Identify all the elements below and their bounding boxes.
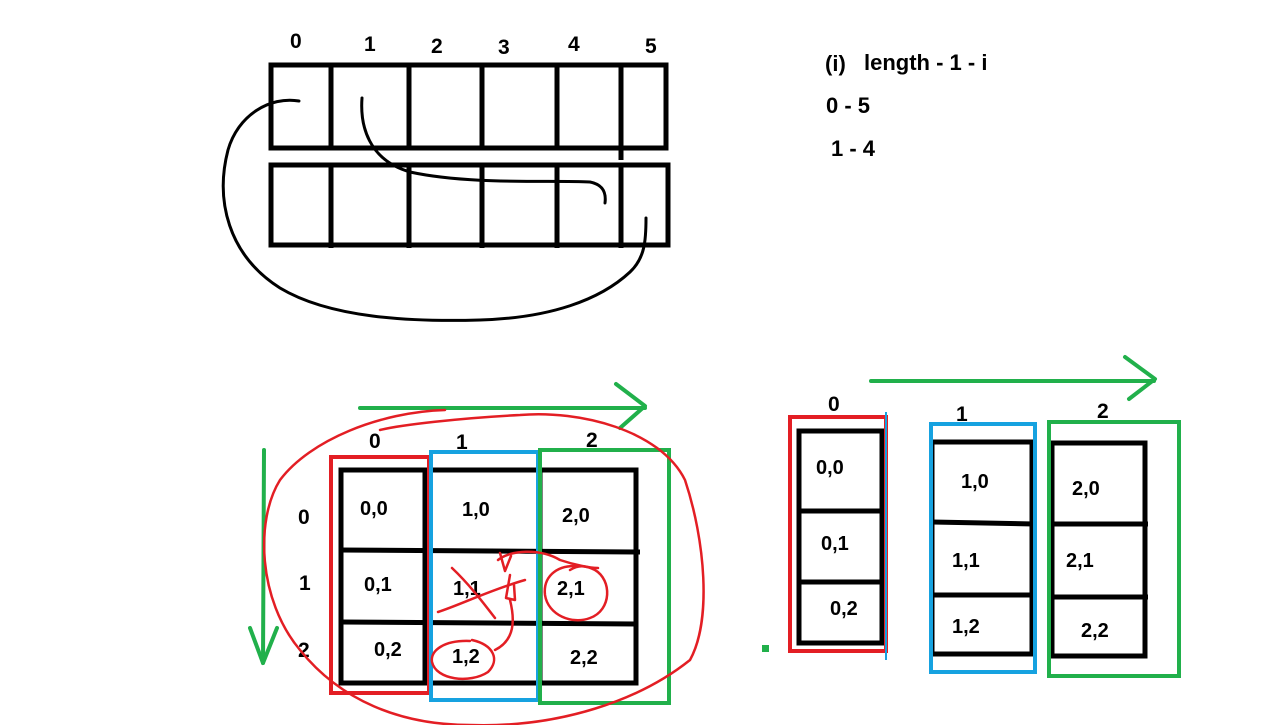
right-col1-cell-1: 1,1 (952, 550, 980, 572)
formula-text: length - 1 - i (864, 50, 987, 75)
column-2-highlight (538, 448, 671, 705)
right-col2-cell-1: 2,1 (1066, 550, 1094, 572)
green-dot (762, 645, 769, 652)
red-outer-loop (262, 408, 705, 725)
left-row-header-1: 1 (299, 572, 311, 595)
right-column-0: 0,0 0,1 0,2 (788, 412, 888, 660)
right-col2-cell-2: 2,2 (1081, 620, 1109, 642)
right-columns-diagram: 0 1 2 0,0 0,1 0,2 1,0 1,1 1,2 (788, 355, 1181, 678)
left-cell-0-2: 0,2 (374, 639, 402, 661)
left-cell-0-1: 0,1 (364, 574, 392, 596)
swap-curve-0-5 (221, 98, 648, 322)
right-col2-cell-0: 2,0 (1072, 478, 1100, 500)
top-index-0: 0 (290, 30, 302, 53)
top-array-diagram: 0 1 2 3 4 5 (221, 30, 671, 322)
top-index-1: 1 (364, 33, 376, 56)
top-index-5: 5 (645, 35, 657, 58)
right-col-header-0: 0 (828, 393, 840, 416)
left-cell-2-2: 2,2 (570, 647, 598, 669)
red-arrow-scribble (493, 550, 600, 652)
swap-curve-1-4 (360, 96, 607, 205)
left-matrix-diagram: 0 1 2 0 1 2 0,0 1,0 2,0 0,1 1,1 2,1 0,2 … (248, 382, 705, 725)
red-cross-mark (436, 566, 527, 620)
right-column-2: 2,0 2,1 2,2 (1047, 420, 1181, 678)
right-col0-cell-0: 0,0 (816, 457, 844, 479)
right-col0-cell-2: 0,2 (830, 598, 858, 620)
array-row-upper (268, 62, 669, 160)
red-circle-1-2 (430, 638, 496, 680)
left-cell-0-0: 0,0 (360, 498, 388, 520)
red-annotations (262, 408, 705, 725)
right-column-2-highlight (1047, 420, 1181, 678)
column-1-highlight (429, 450, 540, 702)
top-right-arrow-icon (869, 355, 1157, 401)
right-column-1: 1,0 1,1 1,2 (929, 422, 1037, 674)
swap-pair-2: 1 - 4 (831, 136, 876, 161)
left-row-header-2: 2 (298, 639, 310, 662)
right-arrow-icon (358, 382, 647, 430)
left-cell-1-2: 1,2 (452, 646, 480, 668)
formula-prefix: (i) (825, 51, 846, 76)
right-col1-cell-0: 1,0 (961, 471, 989, 493)
left-col-header-0: 0 (369, 430, 381, 453)
top-index-4: 4 (568, 33, 580, 56)
left-cell-2-0: 2,0 (562, 505, 590, 527)
left-cell-1-1: 1,1 (453, 578, 481, 600)
left-cell-1-0: 1,0 (462, 499, 490, 521)
top-index-3: 3 (498, 36, 510, 59)
left-col-header-2: 2 (586, 429, 598, 452)
right-column-1-highlight (929, 422, 1037, 674)
right-col1-cell-2: 1,2 (952, 616, 980, 638)
right-col-header-2: 2 (1097, 400, 1109, 423)
notes: (i) length - 1 - i 0 - 5 1 - 4 (825, 50, 987, 161)
right-col-header-1: 1 (956, 403, 968, 426)
left-row-header-0: 0 (298, 506, 310, 529)
top-index-2: 2 (431, 35, 443, 58)
left-cell-2-1: 2,1 (557, 578, 585, 600)
array-row-lower (268, 162, 671, 248)
right-col0-cell-1: 0,1 (821, 533, 849, 555)
swap-pair-1: 0 - 5 (826, 93, 870, 118)
left-col-header-1: 1 (456, 431, 468, 454)
